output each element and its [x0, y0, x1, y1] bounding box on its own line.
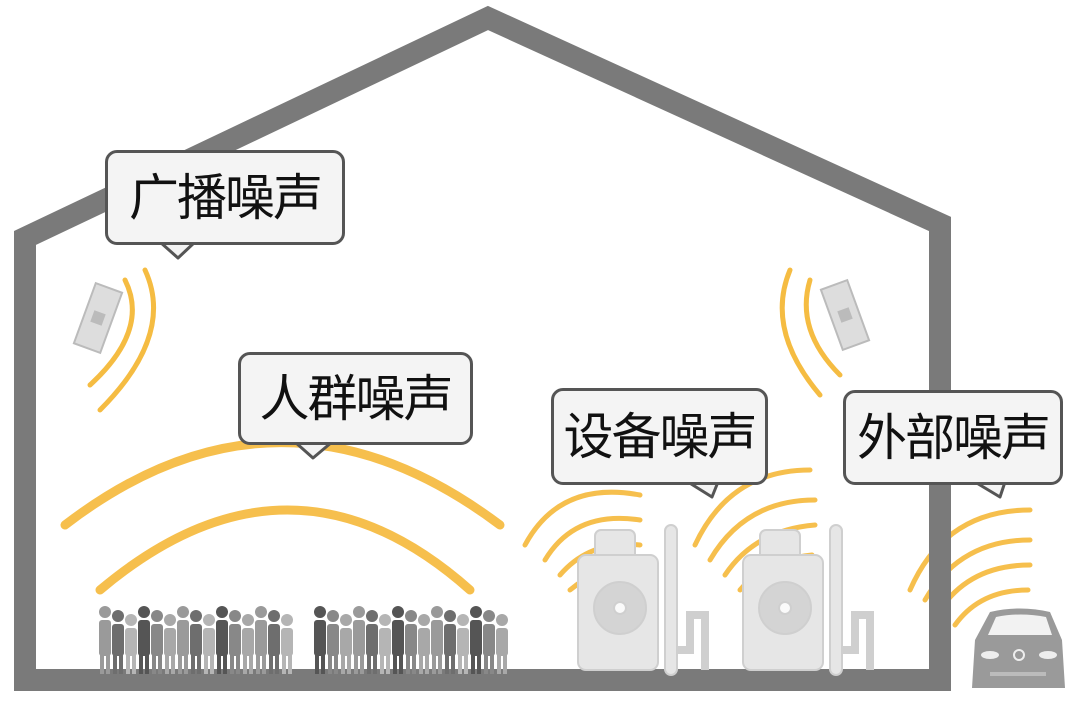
person-figure — [470, 606, 482, 674]
person-figure — [327, 610, 339, 674]
crowd-icon — [99, 606, 508, 674]
person-figure — [340, 614, 352, 674]
person-figure — [314, 606, 326, 674]
machine-right-icon — [742, 524, 874, 676]
sound-waves-external — [907, 507, 1033, 628]
person-figure — [281, 614, 293, 674]
person-figure — [242, 614, 254, 674]
person-figure — [203, 614, 215, 674]
label-crowd-noise: 人群噪声 — [238, 352, 473, 445]
person-figure — [405, 610, 417, 674]
bubble-tail-crowd — [294, 440, 333, 460]
person-figure — [229, 610, 241, 674]
person-figure — [392, 606, 404, 674]
person-figure — [366, 610, 378, 674]
sound-waves-speaker-right — [779, 267, 843, 398]
house-outline — [14, 5, 951, 691]
person-figure — [99, 606, 111, 674]
person-figure — [418, 614, 430, 674]
label-equipment-noise: 设备噪声 — [551, 388, 768, 485]
bubble-tail-equipment — [687, 480, 720, 499]
bubble-tail-external — [974, 480, 1007, 499]
person-figure — [190, 610, 202, 674]
person-figure — [216, 606, 228, 674]
speaker-left-icon — [72, 281, 124, 355]
person-figure — [431, 606, 443, 674]
person-figure — [483, 610, 495, 674]
person-figure — [138, 606, 150, 674]
person-figure — [268, 610, 280, 674]
person-figure — [112, 610, 124, 674]
person-figure — [151, 610, 163, 674]
person-figure — [444, 610, 456, 674]
person-figure — [457, 614, 469, 674]
person-figure — [177, 606, 189, 674]
person-figure — [353, 606, 365, 674]
person-figure — [164, 614, 176, 674]
sound-waves-broadcast — [87, 267, 157, 413]
person-figure — [496, 614, 508, 674]
person-figure — [125, 614, 137, 674]
machine-left-icon — [577, 524, 709, 676]
sound-waves-crowd — [60, 438, 505, 595]
label-broadcast-noise: 广播噪声 — [105, 150, 345, 245]
label-external-noise: 外部噪声 — [843, 390, 1063, 485]
car-icon — [972, 608, 1065, 688]
person-figure — [255, 606, 267, 674]
person-figure — [379, 614, 391, 674]
bubble-tail-broadcast — [159, 240, 197, 260]
speaker-right-icon — [819, 278, 871, 352]
